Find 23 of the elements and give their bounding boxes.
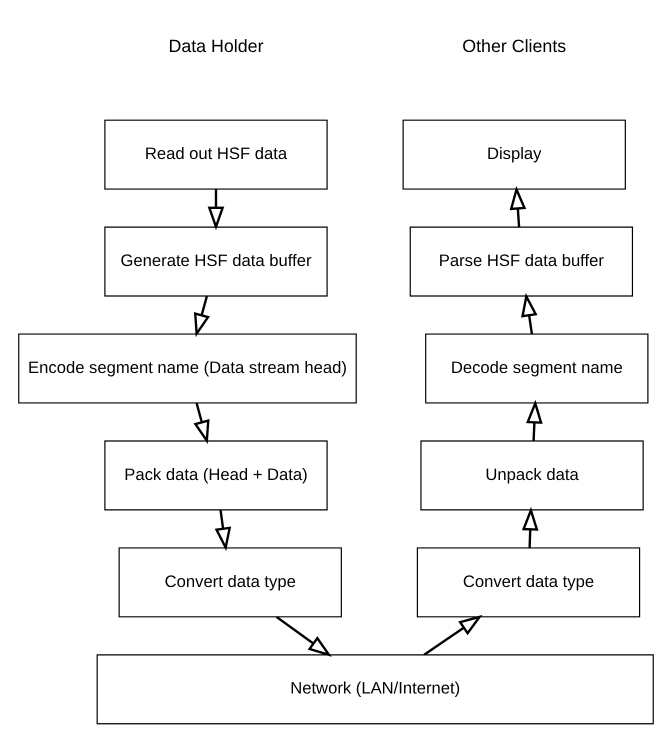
arrow <box>193 403 210 444</box>
node-box: Generate HSF data buffer <box>104 226 328 297</box>
arrow <box>208 189 224 230</box>
node-box: Parse HSF data buffer <box>410 226 634 297</box>
arrow <box>521 292 538 334</box>
node-box: Display <box>402 120 626 190</box>
label: Data Holder <box>168 36 264 56</box>
label: Other Clients <box>462 36 566 56</box>
node-box: Encode segment name (Data stream head) <box>18 333 357 404</box>
arrow <box>526 400 543 441</box>
arrow <box>510 186 526 227</box>
node-box: Decode segment name <box>425 333 648 404</box>
node-box: Read out HSF data <box>104 120 328 190</box>
arrow <box>276 616 332 657</box>
arrow <box>522 506 539 548</box>
arrow <box>194 296 210 338</box>
arrow <box>214 510 232 552</box>
node-box: Unpack data <box>420 440 644 510</box>
arrow <box>424 614 483 656</box>
node-box: Network (LAN/Internet) <box>96 654 654 724</box>
node-box: Convert data type <box>416 547 640 618</box>
node-box: Pack data (Head + Data) <box>104 440 328 510</box>
node-box: Convert data type <box>118 547 342 618</box>
